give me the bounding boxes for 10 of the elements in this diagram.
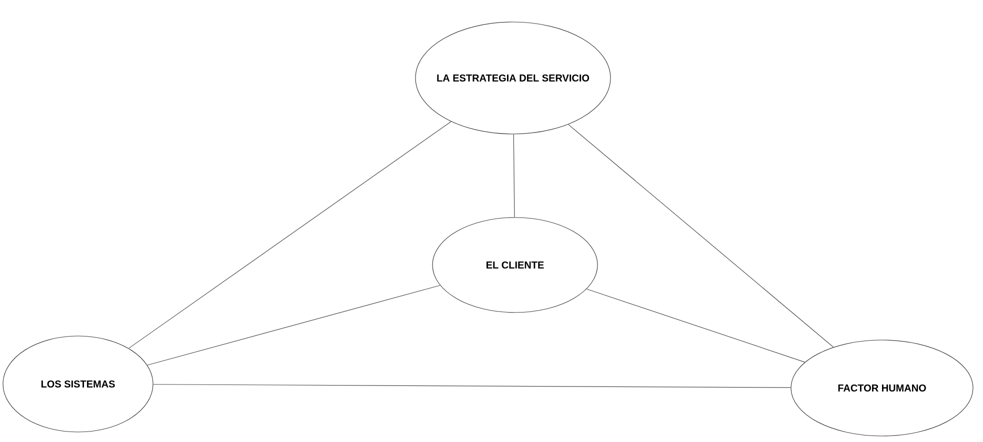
- ellipse-node: EL CLIENTE: [432, 217, 598, 313]
- ellipse-node: FACTOR HUMANO: [790, 340, 974, 436]
- connector-line: [586, 288, 806, 362]
- connector-line: [513, 134, 515, 218]
- connector-line: [153, 384, 792, 388]
- connector-line: [568, 124, 834, 348]
- ellipse-node: LOS SISTEMAS: [2, 336, 154, 432]
- connector-line: [147, 285, 440, 366]
- ellipse-node: LA ESTRATEGIA DEL SERVICIO: [415, 22, 611, 134]
- connector-line: [128, 121, 452, 349]
